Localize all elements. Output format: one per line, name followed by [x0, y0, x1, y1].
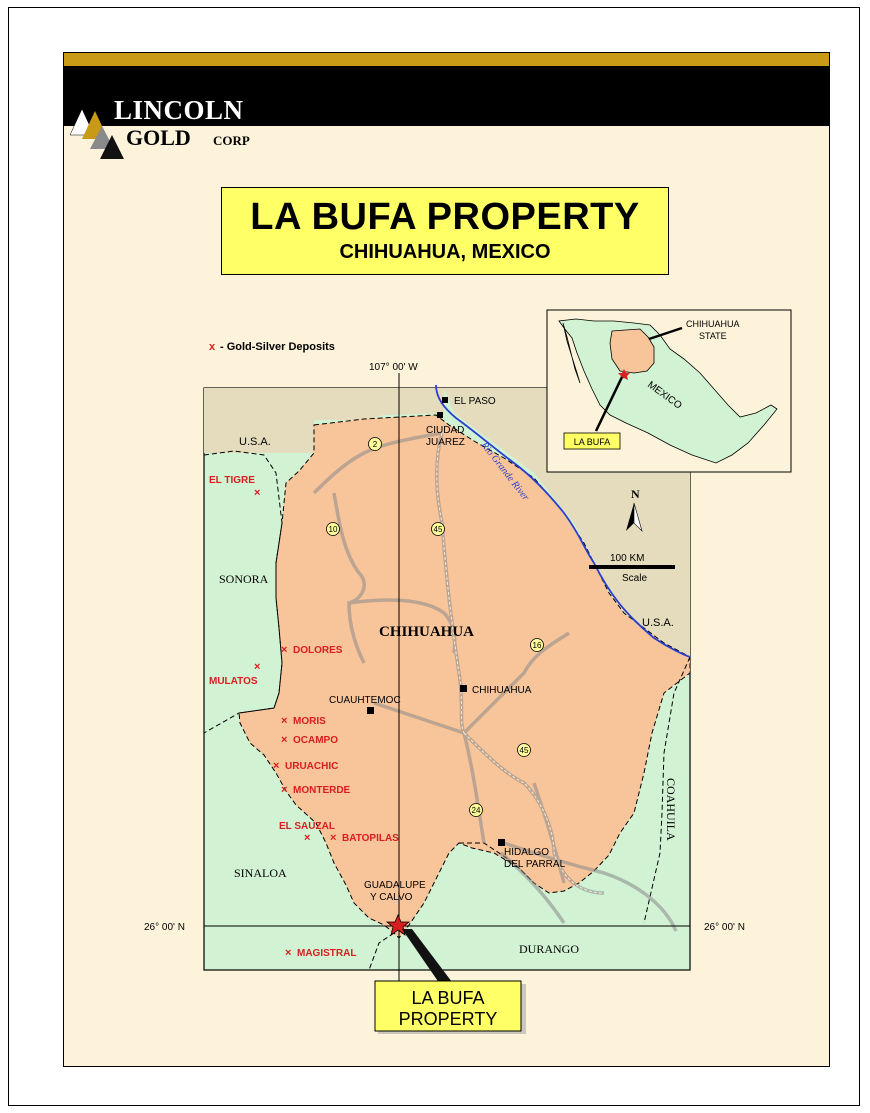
- deposit-moris-marker: ×: [281, 715, 287, 727]
- deposit-magistral: MAGISTRAL: [297, 948, 356, 959]
- chihuahua-city-marker: [460, 685, 467, 692]
- juarez-label-2: JUAREZ: [426, 437, 465, 448]
- svg-text:16: 16: [533, 641, 542, 650]
- cuauhtemoc-marker: [367, 707, 374, 714]
- latitude-label-left: 26° 00' N: [144, 922, 185, 933]
- logo-lincoln: LINCOLN: [114, 95, 244, 125]
- logo-triangles-icon: [69, 108, 124, 159]
- logo-corp: CORP: [213, 133, 250, 148]
- deposit-mulatos: MULATOS: [209, 676, 258, 687]
- deposits: EL TIGRE × × DOLORES × MULATOS × MORIS ×…: [209, 475, 399, 959]
- svg-text:24: 24: [472, 806, 481, 815]
- coahuila-label: COAHUILA: [664, 778, 678, 841]
- chihuahua-state-label: CHIHUAHUA: [379, 624, 474, 640]
- callout-pointer: [402, 929, 458, 990]
- svg-text:45: 45: [520, 746, 529, 755]
- deposit-ocampo-marker: ×: [281, 734, 287, 746]
- deposit-batopilas: BATOPILAS: [342, 833, 399, 844]
- highway-shield-45-north: 45: [431, 522, 445, 536]
- deposit-dolores-marker: ×: [281, 644, 287, 656]
- el-paso-marker: [437, 412, 443, 418]
- sonora-label: SONORA: [219, 572, 269, 586]
- longitude-label: 107° 00' W: [369, 362, 418, 373]
- scale-bar: [589, 565, 675, 569]
- deposit-uruachic-marker: ×: [273, 760, 279, 772]
- scale-distance: 100 KM: [610, 553, 644, 564]
- el-paso-label: EL PASO: [454, 396, 496, 407]
- deposit-monterde-marker: ×: [281, 784, 287, 796]
- latitude-label-right: 26° 00' N: [704, 922, 745, 933]
- inset-chihuahua-state: [609, 328, 655, 374]
- company-logo: LINCOLN GOLD CORP: [68, 93, 288, 163]
- deposit-dolores: DOLORES: [293, 645, 343, 656]
- durango-label: DURANGO: [519, 942, 579, 956]
- juarez-label-1: CIUDAD: [426, 425, 464, 436]
- header-bar: [64, 53, 829, 126]
- map-canvas: 107° 00' W 26° 00' N 26° 00' N x - Gold-…: [144, 309, 792, 1034]
- scale-label: Scale: [622, 573, 647, 584]
- gold-stripe: [64, 53, 829, 66]
- inset-callout-box: [563, 432, 621, 450]
- usa-region-west: [204, 388, 444, 453]
- deposit-batopilas-marker: ×: [330, 832, 336, 844]
- map-title: LA BUFA PROPERTY: [250, 196, 640, 238]
- svg-text:10: 10: [329, 525, 338, 534]
- inset-callout-pointer: [594, 376, 624, 432]
- deposit-monterde: MONTERDE: [293, 785, 351, 796]
- parral-label-2: DEL PARRAL: [504, 859, 566, 870]
- property-callout-line2: PROPERTY: [399, 1009, 498, 1029]
- rio-grande-river: [435, 384, 691, 658]
- usa-label-top: U.S.A.: [239, 436, 271, 448]
- inset-state-label-2: STATE: [699, 331, 727, 341]
- deposit-moris: MORIS: [293, 716, 326, 727]
- usa-label-right: U.S.A.: [642, 617, 674, 629]
- deposit-el-sauzal-marker: ×: [304, 832, 310, 844]
- highway-shield-2: 2: [368, 437, 382, 451]
- chihuahua-city-label: CHIHUAHUA: [472, 685, 532, 696]
- north-label: N: [631, 487, 640, 501]
- el-paso-square: [442, 397, 448, 403]
- guadalupe-label-1: GUADALUPE: [364, 880, 426, 891]
- svg-text:2: 2: [373, 440, 378, 449]
- highway-shield-10: 10: [326, 522, 340, 536]
- deposit-uruachic: URUACHIC: [285, 761, 338, 772]
- highway-shield-24: 24: [469, 803, 483, 817]
- title-box: LA BUFA PROPERTY CHIHUAHUA, MEXICO: [221, 187, 669, 275]
- deposit-el-tigre-marker: ×: [254, 487, 260, 499]
- inset-callout-label: LA BUFA: [574, 437, 611, 447]
- deposit-mulatos-marker: ×: [254, 661, 260, 673]
- deposit-el-sauzal: EL SAUZAL: [279, 821, 335, 832]
- parral-label-1: HIDALGO: [504, 847, 549, 858]
- inset-state-label-1: CHIHUAHUA: [686, 319, 740, 329]
- guadalupe-label-2: Y CALVO: [370, 892, 413, 903]
- cuauhtemoc-label: CUAUHTEMOC: [329, 695, 401, 706]
- legend-label: - Gold-Silver Deposits: [220, 341, 335, 353]
- property-callout-line1: LA BUFA: [411, 988, 484, 1008]
- map-poster: LINCOLN GOLD CORP LA BUFA PROPERTY CHIHU…: [63, 52, 830, 1067]
- sinaloa-label: SINALOA: [234, 866, 287, 880]
- legend-marker: x: [209, 341, 216, 353]
- deposit-magistral-marker: ×: [285, 947, 291, 959]
- map-subtitle: CHIHUAHUA, MEXICO: [339, 241, 551, 263]
- logo-gold: GOLD: [126, 125, 191, 150]
- inset-state-pointer: [648, 326, 683, 341]
- highway-shield-45-south: 45: [517, 743, 531, 757]
- deposit-el-tigre: EL TIGRE: [209, 475, 255, 486]
- highway-shield-16: 16: [530, 638, 544, 652]
- deposit-ocampo: OCAMPO: [293, 735, 338, 746]
- svg-text:45: 45: [434, 525, 443, 534]
- property-callout-box: [374, 980, 522, 1032]
- parral-marker: [498, 839, 505, 846]
